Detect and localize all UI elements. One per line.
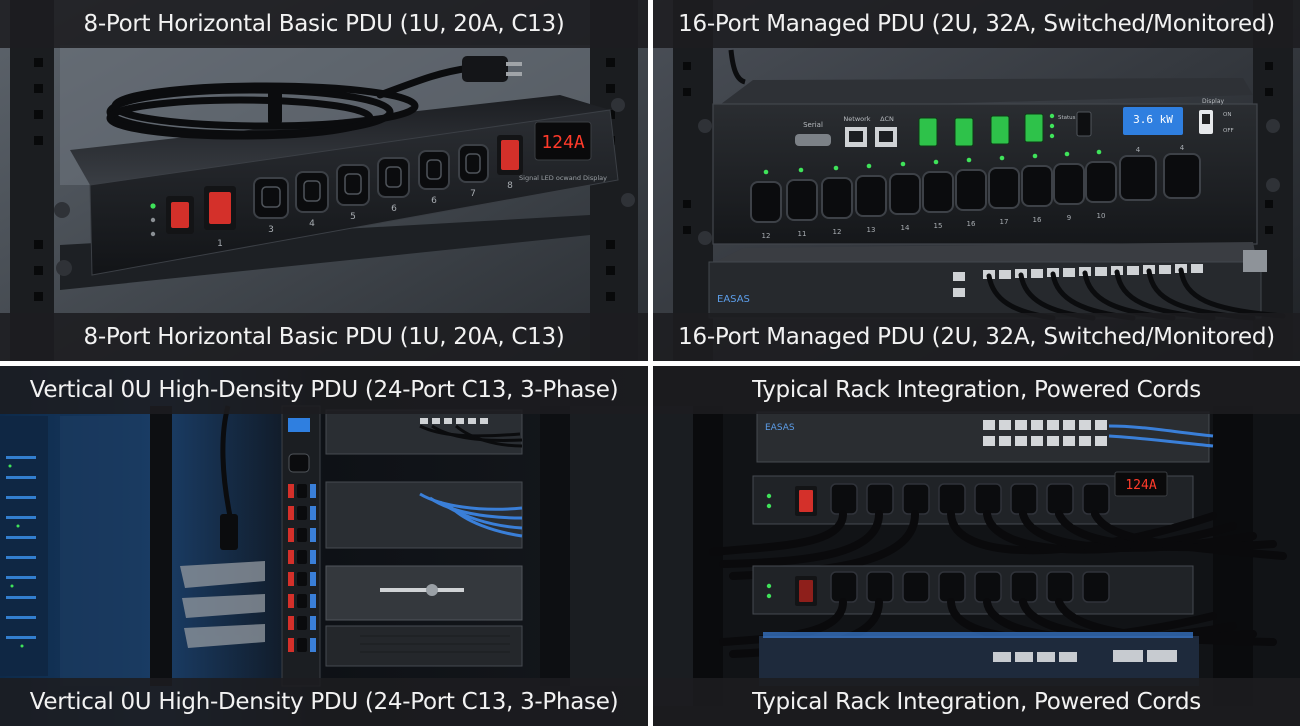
vertical-pdu-outlets — [288, 484, 316, 652]
svg-text:12: 12 — [833, 228, 842, 236]
managed-port-labels: 12 11 12 13 14 15 16 17 16 9 10 4 4 — [762, 144, 1185, 240]
off-label: OFF — [1223, 128, 1234, 134]
panel-rack-integration: EASAS 124A — [653, 366, 1300, 726]
panel-title-bottom: Typical Rack Integration, Powered Cords — [653, 678, 1300, 726]
svg-text:16: 16 — [967, 220, 976, 228]
svg-text:11: 11 — [798, 230, 807, 238]
managed-pdu-illustration: Serial Network ΔCN Status 3. — [653, 0, 1300, 361]
svg-text:6: 6 — [431, 196, 437, 206]
svg-text:10: 10 — [1097, 212, 1106, 220]
panel-managed-pdu: Serial Network ΔCN Status 3. — [653, 0, 1300, 361]
svg-text:3: 3 — [268, 225, 274, 235]
power-cords-upper — [709, 510, 1287, 580]
display-caption: Signal LED ocwand Display — [519, 174, 607, 182]
svg-text:12: 12 — [762, 232, 771, 240]
panel-title-top: Vertical 0U High-Density PDU (24-Port C1… — [0, 366, 648, 414]
switch-brand-label: EASAS — [717, 294, 750, 305]
green-outlet-switches — [918, 113, 1044, 147]
panel-title-bottom: Vertical 0U High-Density PDU (24-Port C1… — [0, 678, 648, 726]
svg-text:4: 4 — [1180, 144, 1185, 152]
svg-text:5: 5 — [350, 212, 356, 222]
c13-outlet-row — [750, 153, 1201, 223]
on-label: ON — [1223, 112, 1231, 118]
panel-horizontal-basic-pdu: 124A Signal LED ocwand Display 1 3 4 5 6… — [0, 0, 648, 361]
power-readout: 3.6 kW — [1133, 113, 1173, 126]
status-label: Status — [1058, 115, 1076, 121]
panel-title-bottom: 16-Port Managed PDU (2U, 32A, Switched/M… — [653, 313, 1300, 361]
panel-title-bottom: 8-Port Horizontal Basic PDU (1U, 20A, C1… — [0, 313, 648, 361]
svg-text:17: 17 — [1000, 218, 1009, 226]
svg-text:4: 4 — [1136, 146, 1141, 154]
svg-text:9: 9 — [1067, 214, 1071, 222]
svg-text:15: 15 — [934, 222, 943, 230]
svg-text:7: 7 — [470, 189, 476, 199]
panel-vertical-pdu: Vertical 0U High-Density PDU (24-Port C1… — [0, 366, 648, 726]
panel-title-top: Typical Rack Integration, Powered Cords — [653, 366, 1300, 414]
vertical-pdu-illustration — [0, 366, 648, 726]
svg-text:8: 8 — [507, 181, 513, 191]
port-number-labels: 1 3 4 5 6 6 7 8 — [217, 181, 513, 249]
svg-text:1: 1 — [217, 239, 223, 249]
current-display-readout: 124A — [1125, 478, 1156, 493]
svg-text:13: 13 — [867, 226, 876, 234]
network-label: Network — [843, 115, 870, 123]
svg-text:4: 4 — [309, 219, 315, 229]
panel-title-top: 8-Port Horizontal Basic PDU (1U, 20A, C1… — [0, 0, 648, 48]
switch-brand-label: EASAS — [765, 423, 795, 433]
rack-integration-illustration: EASAS 124A — [653, 366, 1300, 726]
serial-label: Serial — [803, 121, 823, 129]
current-display-readout: 124A — [541, 132, 585, 153]
outlet-status-leds — [763, 149, 1102, 175]
panel-title-top: 16-Port Managed PDU (2U, 32A, Switched/M… — [653, 0, 1300, 48]
display-label: Display — [1202, 98, 1225, 105]
lcn-label: ΔCN — [880, 115, 894, 123]
svg-text:16: 16 — [1033, 216, 1042, 224]
svg-text:6: 6 — [391, 204, 397, 214]
horizontal-pdu-illustration: 124A Signal LED ocwand Display 1 3 4 5 6… — [0, 0, 648, 361]
svg-text:14: 14 — [901, 224, 910, 232]
